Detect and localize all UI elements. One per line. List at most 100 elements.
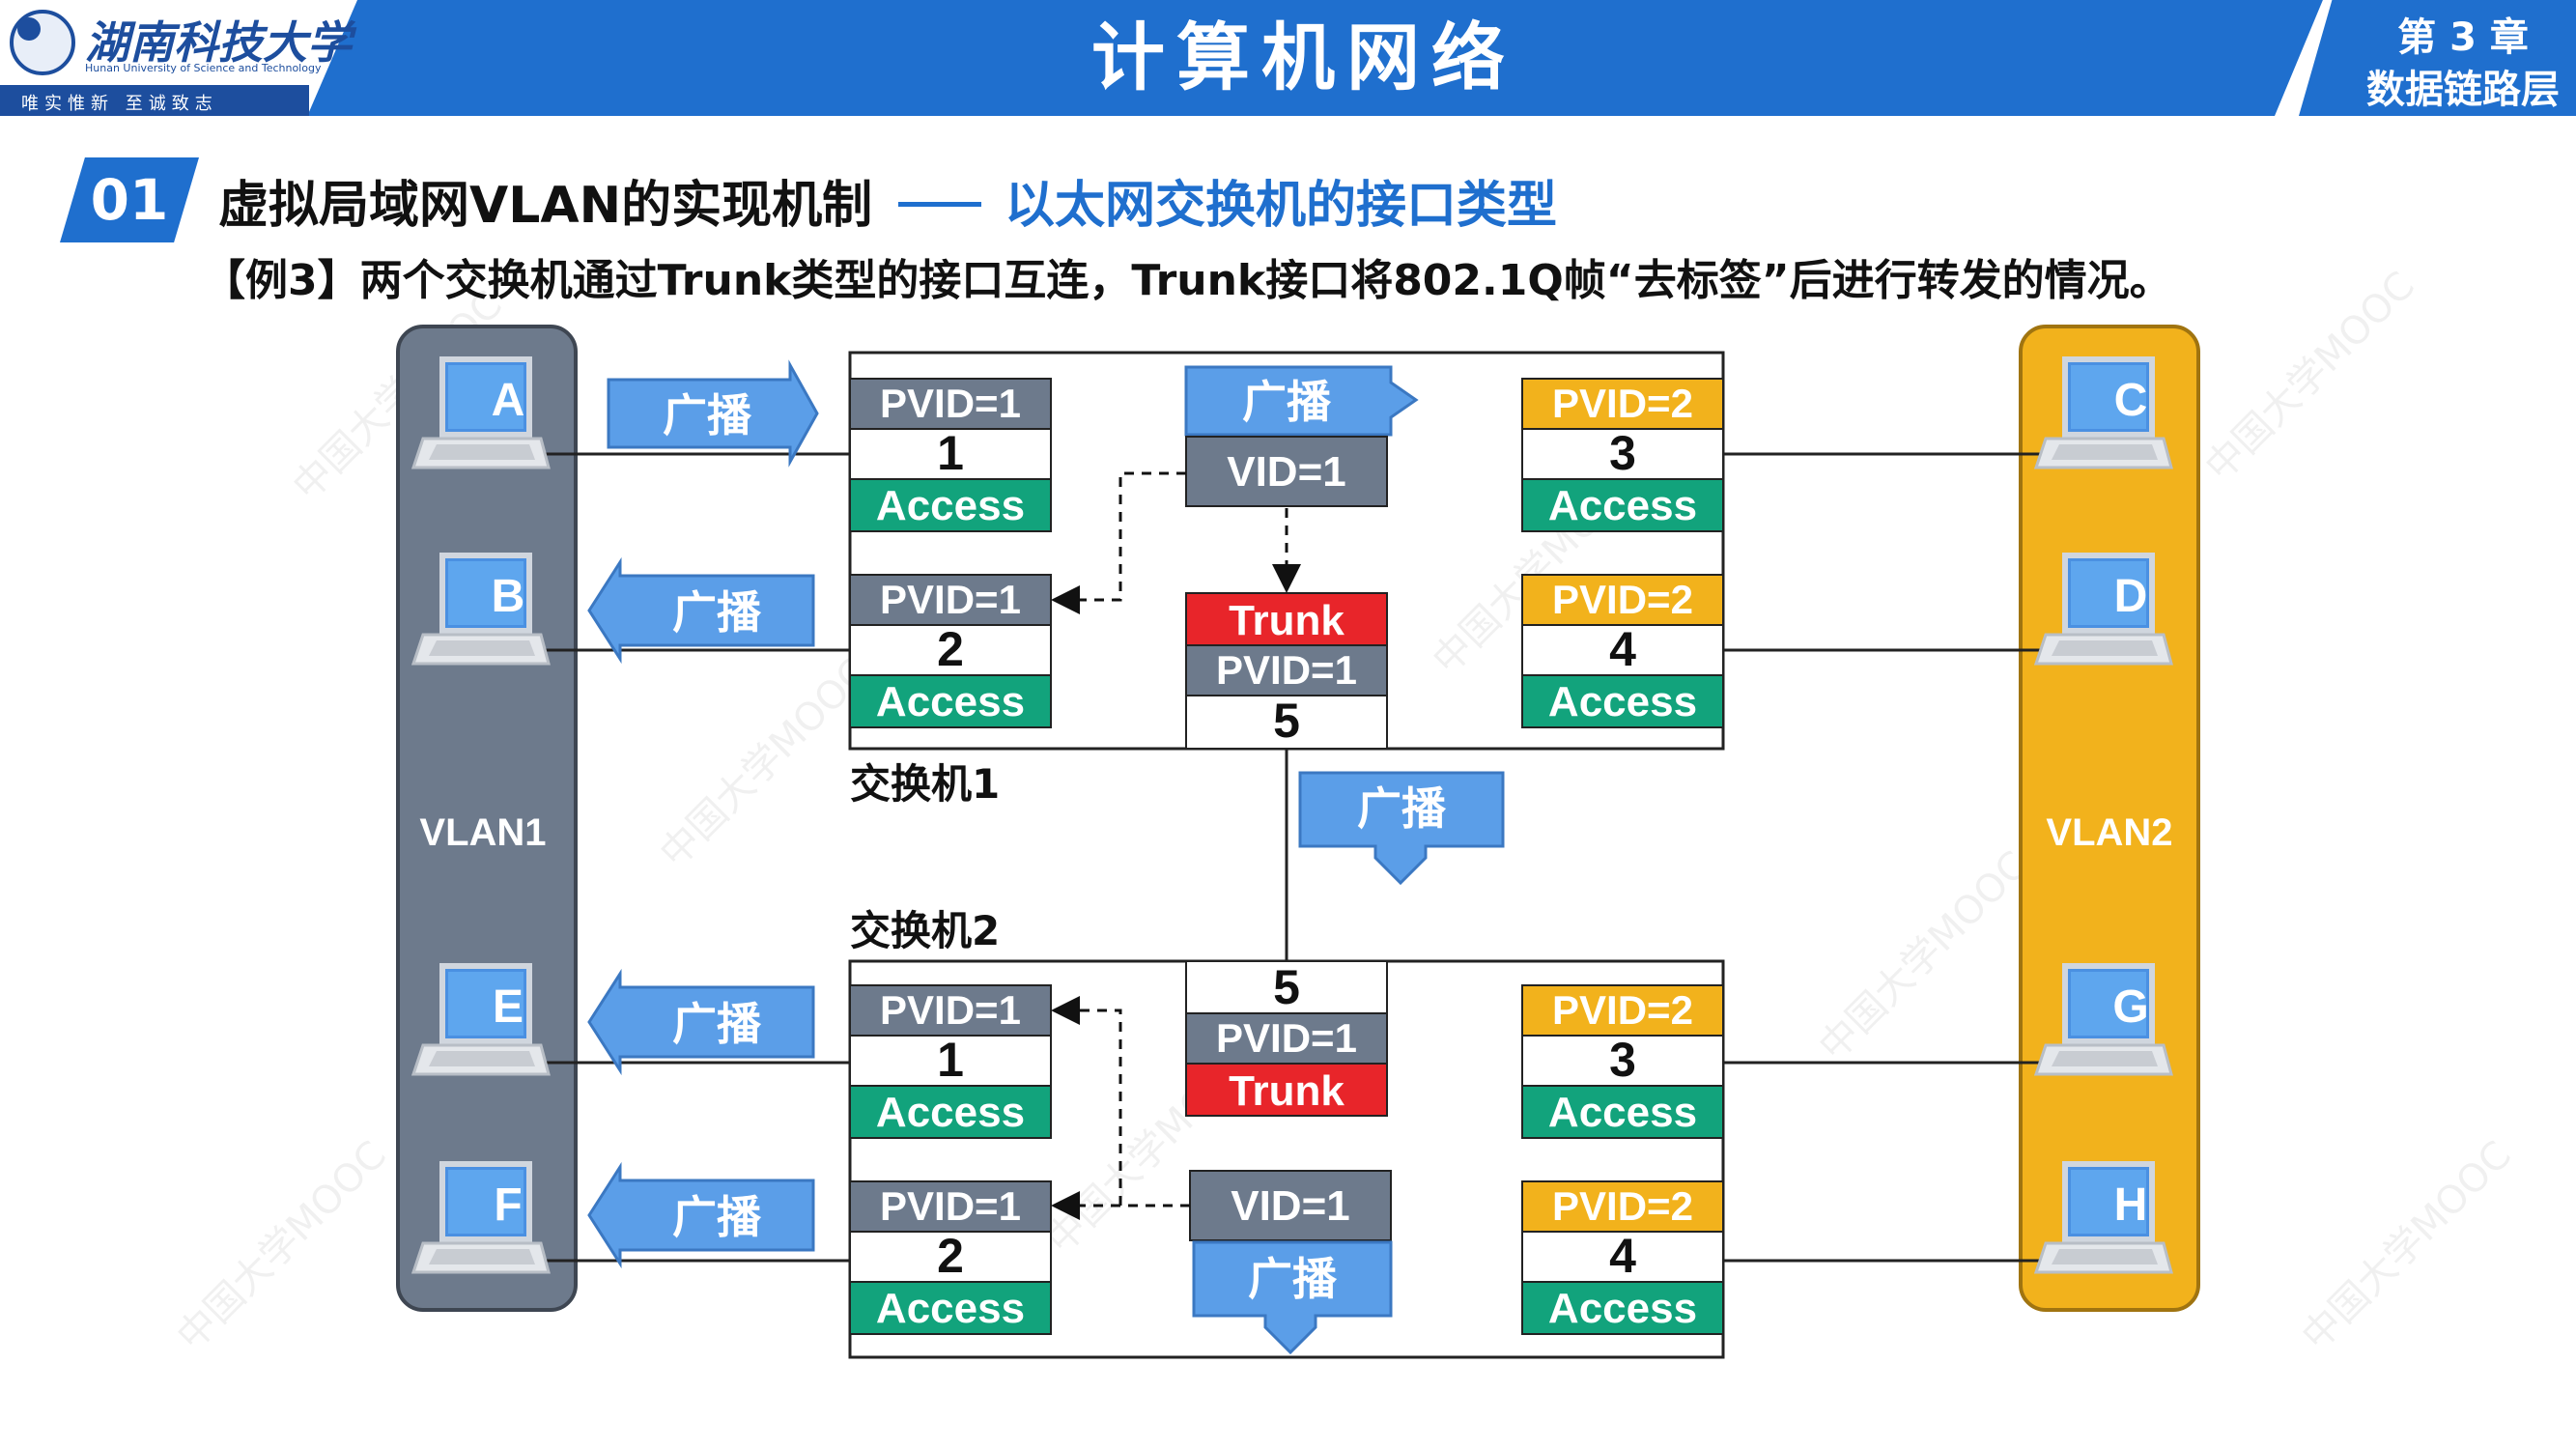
section-title: 虚拟局域网VLAN的实现机制	[218, 177, 873, 235]
switch2-port2[interactable]: PVID=1 2 Access	[849, 1180, 1052, 1335]
port-type: Access	[876, 1089, 1025, 1136]
port-pvid: PVID=1	[880, 987, 1021, 1033]
switch2-port1[interactable]: PVID=1 1 Access	[849, 984, 1052, 1139]
port-type: Access	[876, 1285, 1025, 1332]
host-f[interactable]: F	[413, 1164, 549, 1272]
host-label: B	[492, 571, 525, 622]
switch2-label: 交换机2	[850, 907, 1000, 954]
university-name: 湖南科技大学	[85, 16, 352, 69]
broadcast-label: 广播	[1248, 1253, 1338, 1305]
port-number: 1	[937, 426, 964, 480]
watermark: 中国大学MOOC	[1811, 843, 2037, 1069]
host-a[interactable]: A	[413, 359, 549, 468]
port-pvid: PVID=2	[1552, 577, 1693, 622]
port-pvid: PVID=1	[880, 381, 1021, 426]
port-number: 3	[1609, 1033, 1636, 1087]
switch1-frame-tag: 广播 VID=1	[1184, 365, 1419, 507]
broadcast-arrow-out-b: 广播	[587, 556, 815, 665]
switch2-port5-trunk[interactable]: 5 PVID=1 Trunk	[1185, 960, 1388, 1117]
port-pvid: PVID=2	[1552, 1183, 1693, 1229]
broadcast-label: 广播	[672, 1191, 762, 1243]
port-pvid: PVID=2	[1552, 381, 1693, 426]
port-type: Trunk	[1229, 1067, 1345, 1115]
port-number: 4	[1609, 1229, 1636, 1283]
host-label: H	[2114, 1179, 2148, 1231]
port-number: 2	[937, 622, 964, 676]
port-pvid: PVID=1	[880, 1183, 1021, 1229]
broadcast-label: 广播	[672, 998, 762, 1050]
port-type: Access	[1548, 1285, 1697, 1332]
chapter-number: 第 3 章	[2397, 15, 2529, 60]
section-number-badge	[60, 157, 199, 242]
port-type: Trunk	[1229, 597, 1345, 644]
switch2-frame-tag: VID=1 广播	[1189, 1170, 1393, 1355]
port-number: 1	[937, 1033, 964, 1087]
broadcast-arrow-down: 广播	[1298, 771, 1505, 886]
switch1-port1[interactable]: PVID=1 1 Access	[849, 378, 1052, 532]
watermark: 中国大学MOOC	[2294, 1133, 2520, 1359]
section-subtitle: 以太网交换机的接口类型	[1005, 177, 1558, 235]
port-type: Access	[1548, 482, 1697, 529]
university-motto: 唯实惟新 至诚致志	[21, 94, 218, 114]
port-type: Access	[1548, 678, 1697, 725]
port-pvid: PVID=1	[1216, 1015, 1357, 1061]
watermark: 中国大学MOOC	[169, 1133, 395, 1359]
broadcast-label: 广播	[672, 586, 762, 639]
vlan1-label: VLAN1	[419, 811, 546, 854]
switch2-port3[interactable]: PVID=2 3 Access	[1521, 984, 1724, 1139]
switch2-port4[interactable]: PVID=2 4 Access	[1521, 1180, 1724, 1335]
broadcast-label: 广播	[1357, 782, 1447, 835]
vlan2-label: VLAN2	[2046, 811, 2172, 854]
host-c[interactable]: C	[2036, 359, 2171, 468]
broadcast-arrow-out-e: 广播	[587, 968, 815, 1076]
broadcast-arrow-out-f: 广播	[587, 1161, 815, 1269]
port-type: Access	[876, 482, 1025, 529]
port-number: 5	[1273, 694, 1300, 748]
host-label: E	[493, 981, 524, 1033]
motto-bar	[0, 85, 309, 116]
course-title: 计算机网络	[1091, 14, 1516, 100]
host-links	[529, 452, 2067, 1263]
chapter-panel	[2299, 0, 2576, 116]
host-d[interactable]: D	[2036, 555, 2171, 664]
host-h[interactable]: H	[2036, 1164, 2171, 1272]
chapter-name: 数据链路层	[2366, 68, 2560, 112]
switch1-port5-trunk[interactable]: Trunk PVID=1 5	[1185, 592, 1388, 750]
host-label: A	[492, 375, 525, 426]
broadcast-arrow-in: 广播	[607, 359, 819, 468]
dashed-flow-arrows	[1051, 471, 1301, 1220]
title-dash	[898, 202, 981, 207]
host-label: C	[2114, 375, 2148, 426]
broadcast-label: 广播	[1242, 376, 1332, 428]
port-pvid: PVID=1	[1216, 647, 1357, 693]
host-label: D	[2114, 571, 2148, 622]
broadcast-label: 广播	[663, 389, 752, 441]
host-b[interactable]: B	[413, 555, 549, 664]
port-pvid: PVID=2	[1552, 987, 1693, 1033]
host-g[interactable]: G	[2036, 966, 2171, 1074]
watermark: 中国大学MOOC	[652, 650, 878, 876]
port-pvid: PVID=1	[880, 577, 1021, 622]
example-description: 【例3】两个交换机通过Trunk类型的接口互连，Trunk接口将802.1Q帧“…	[203, 256, 2172, 305]
port-type: Access	[1548, 1089, 1697, 1136]
vid-label: VID=1	[1227, 448, 1346, 496]
vid-label: VID=1	[1231, 1182, 1350, 1230]
university-english-name: Hunan University of Science and Technolo…	[85, 62, 322, 74]
switch1-label: 交换机1	[850, 760, 1000, 808]
port-number: 2	[937, 1229, 964, 1283]
switch1-port2[interactable]: PVID=1 2 Access	[849, 574, 1052, 728]
university-seal-center	[17, 17, 41, 41]
watermark: 中国大学MOOC	[2197, 264, 2423, 490]
host-label: F	[494, 1179, 522, 1231]
host-label: G	[2112, 981, 2148, 1033]
host-e[interactable]: E	[413, 966, 549, 1074]
port-number: 5	[1273, 960, 1300, 1014]
switch1-port4[interactable]: PVID=2 4 Access	[1521, 574, 1724, 728]
port-type: Access	[876, 678, 1025, 725]
port-number: 4	[1609, 622, 1636, 676]
header-bar	[0, 0, 2576, 116]
switch1-port3[interactable]: PVID=2 3 Access	[1521, 378, 1724, 532]
section-number: 01	[90, 167, 169, 233]
port-number: 3	[1609, 426, 1636, 480]
